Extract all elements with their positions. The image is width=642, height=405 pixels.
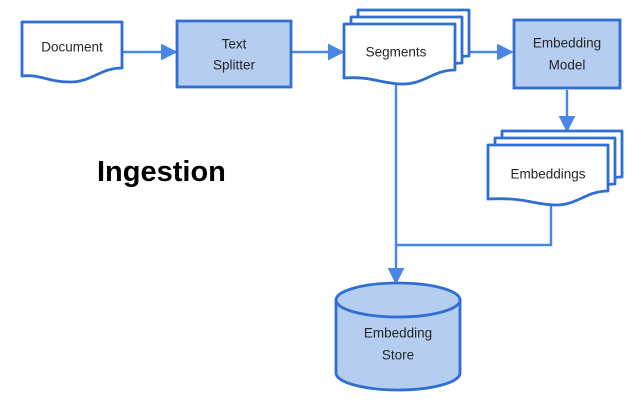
text-splitter-shape: [175, 19, 293, 89]
text-splitter-label-line1: Text: [222, 37, 247, 52]
embedding-store-label-line2: Store: [382, 348, 414, 363]
node-segments[interactable]: Segments: [342, 8, 471, 86]
document-label: Document: [41, 40, 103, 55]
text-splitter-label-line2: Splitter: [213, 58, 256, 73]
edge-embeddings-to-embedding-store: [397, 205, 553, 247]
segments-label: Segments: [366, 45, 427, 60]
node-embeddings[interactable]: Embeddings: [486, 129, 624, 207]
embedding-store-top: [334, 281, 462, 319]
embeddings-shape-front: [486, 143, 610, 207]
embedding-model-shape: [512, 18, 622, 90]
segments-shape-front: [342, 22, 457, 86]
node-embedding-store[interactable]: Embedding Store: [334, 281, 462, 392]
embedding-store-body: [334, 298, 462, 392]
embedding-model-label-line1: Embedding: [533, 36, 601, 51]
node-document[interactable]: Document: [20, 20, 124, 84]
section-title: Ingestion: [97, 156, 226, 188]
embeddings-label: Embeddings: [510, 167, 585, 182]
embedding-store-label-line1: Embedding: [364, 326, 432, 341]
node-embedding-model[interactable]: Embedding Model: [512, 18, 622, 90]
embedding-model-label-line2: Model: [549, 58, 586, 73]
document-shape: [20, 20, 124, 84]
node-text-splitter[interactable]: Text Splitter: [175, 19, 293, 89]
